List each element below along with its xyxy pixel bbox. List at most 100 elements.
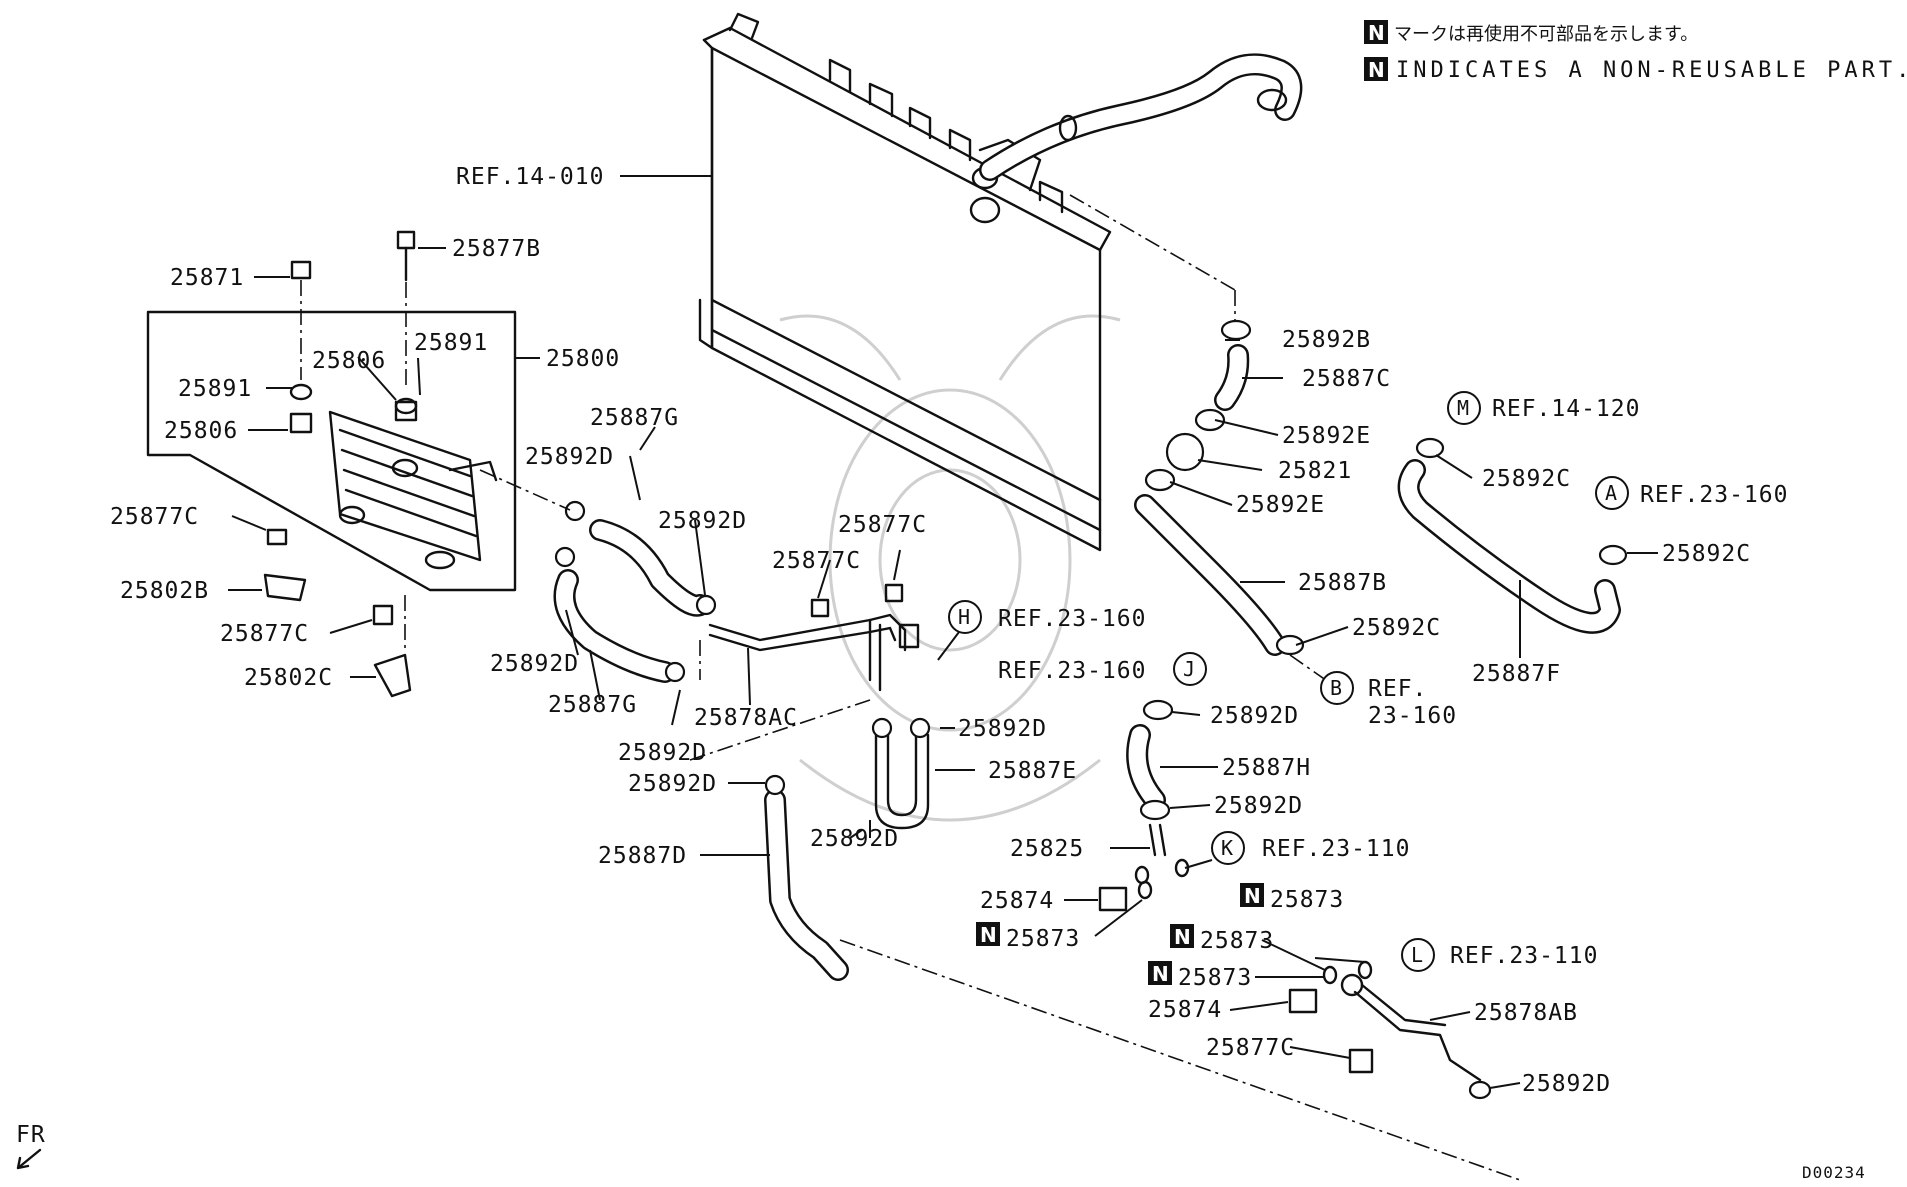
part-label: 25802C: [244, 665, 333, 691]
part-label: 25878AC: [694, 705, 798, 731]
svg-text:N: N: [1368, 58, 1385, 82]
ref-k: K REF.23-110: [1211, 831, 1410, 865]
svg-text:N: N: [980, 923, 997, 947]
part-label: 25874: [980, 888, 1054, 914]
non-reusable-mark: N: [976, 922, 1000, 947]
part-label: 25892D: [1522, 1071, 1611, 1097]
part-label: 25871: [170, 265, 244, 291]
part-label: 25891: [414, 330, 488, 356]
svg-text:K: K: [1221, 836, 1233, 860]
oil-cooler-hardware: [263, 230, 418, 698]
svg-text:REF.: REF.: [1368, 676, 1427, 702]
right-hoses: [1069, 194, 1628, 912]
svg-text:REF.14-120: REF.14-120: [1492, 396, 1640, 422]
ref-m: M REF.14-120: [1447, 391, 1640, 425]
pipe-assembly-25878AC: [689, 583, 920, 761]
part-label: 25873: [1200, 928, 1274, 954]
pipe-assembly-25878AB: [1288, 960, 1492, 1100]
part-label: 25802B: [120, 578, 209, 604]
non-reusable-mark: N: [1148, 961, 1172, 986]
front-direction-arrow: FR: [16, 1122, 46, 1170]
part-label: 25877B: [452, 236, 541, 262]
part-label: 25887C: [1302, 366, 1391, 392]
part-label: 25892C: [1482, 466, 1571, 492]
part-label: 25806: [312, 348, 386, 374]
ref-a: A REF.23-160: [1595, 476, 1788, 510]
part-label: 25887G: [590, 405, 679, 431]
svg-text:L: L: [1411, 943, 1423, 967]
watermark-emblem: [779, 314, 1121, 822]
pipe-25887D: [764, 774, 1521, 1181]
part-label: 25873: [1178, 965, 1252, 991]
svg-text:REF.23-160: REF.23-160: [998, 606, 1146, 632]
part-label: 25877C: [838, 512, 927, 538]
part-label: 25887H: [1222, 755, 1311, 781]
svg-text:M: M: [1457, 396, 1469, 420]
ref-l: L REF.23-110: [1401, 938, 1597, 972]
part-label: 25892D: [658, 508, 747, 534]
svg-text:REF.23-110: REF.23-110: [1262, 836, 1410, 862]
svg-text:A: A: [1605, 481, 1617, 505]
svg-text:REF.23-160: REF.23-160: [1640, 482, 1788, 508]
part-label: 25887D: [598, 843, 687, 869]
part-label: 25892E: [1236, 492, 1325, 518]
svg-text:H: H: [958, 605, 970, 629]
part-label: 25892D: [1210, 703, 1299, 729]
part-label: 25873: [1006, 926, 1080, 952]
svg-text:B: B: [1330, 676, 1342, 700]
part-label: 25892D: [628, 771, 717, 797]
part-label: 25887B: [1298, 570, 1387, 596]
part-label: 25892D: [810, 826, 899, 852]
svg-text:N: N: [1368, 21, 1385, 45]
part-label: 25892B: [1282, 327, 1371, 353]
svg-text:FR: FR: [16, 1122, 46, 1148]
part-labels: 25871 25877B 25891 25891 25806 25806 258…: [110, 236, 1751, 1097]
ref-radiator: REF.14-010: [456, 164, 604, 190]
ref-b: B REF. 23-160: [1320, 671, 1457, 729]
part-label: 25892C: [1352, 615, 1441, 641]
part-label: 25887G: [548, 692, 637, 718]
left-hoses: [479, 469, 717, 683]
leader-lines: [228, 175, 1658, 1089]
part-label: 25821: [1278, 458, 1352, 484]
part-label: 25892D: [618, 740, 707, 766]
svg-text:REF.23-160: REF.23-160: [998, 658, 1146, 684]
part-label: 25887F: [1472, 661, 1561, 687]
radiator-illustration: [698, 12, 1303, 552]
part-label: 25892D: [1214, 793, 1303, 819]
part-label: 25800: [546, 346, 620, 372]
part-label: 25892D: [490, 651, 579, 677]
oil-cooler-box: [146, 310, 517, 592]
svg-text:N: N: [1174, 925, 1191, 949]
non-reusable-mark: N: [1240, 883, 1264, 908]
ref-h: H REF.23-160: [948, 600, 1146, 634]
part-label: 25891: [178, 376, 252, 402]
part-label: 25877C: [110, 504, 199, 530]
svg-text:J: J: [1183, 657, 1195, 681]
part-label: 25877C: [772, 548, 861, 574]
svg-text:N: N: [1244, 884, 1261, 908]
part-label: 25892D: [525, 444, 614, 470]
part-label: 25892D: [958, 716, 1047, 742]
diagram-code: D00234: [1802, 1163, 1866, 1182]
part-label: 25887E: [988, 758, 1077, 784]
legend-note-jp: N マークは再使用不可部品を示します。: [1364, 20, 1698, 45]
svg-text:N: N: [1152, 962, 1169, 986]
svg-text:23-160: 23-160: [1368, 703, 1457, 729]
ref-j: REF.23-160 J: [998, 652, 1207, 686]
non-reusable-mark: N: [1170, 924, 1194, 949]
part-label: 25877C: [1206, 1035, 1295, 1061]
legend-note-en: N INDICATES A NON-REUSABLE PART.: [1364, 57, 1907, 83]
part-label: 25892E: [1282, 423, 1371, 449]
svg-text:INDICATES A NON-REUSABLE PART.: INDICATES A NON-REUSABLE PART.: [1396, 58, 1907, 83]
part-label: 25878AB: [1474, 1000, 1578, 1026]
part-label: 25806: [164, 418, 238, 444]
svg-text:マークは再使用不可部品を示します。: マークは再使用不可部品を示します。: [1394, 24, 1698, 45]
part-label: 25877C: [220, 621, 309, 647]
part-label: 25892C: [1662, 541, 1751, 567]
part-label: 25873: [1270, 887, 1344, 913]
hose-25887E: [871, 717, 931, 830]
part-label: 25825: [1010, 836, 1084, 862]
part-label: 25874: [1148, 997, 1222, 1023]
